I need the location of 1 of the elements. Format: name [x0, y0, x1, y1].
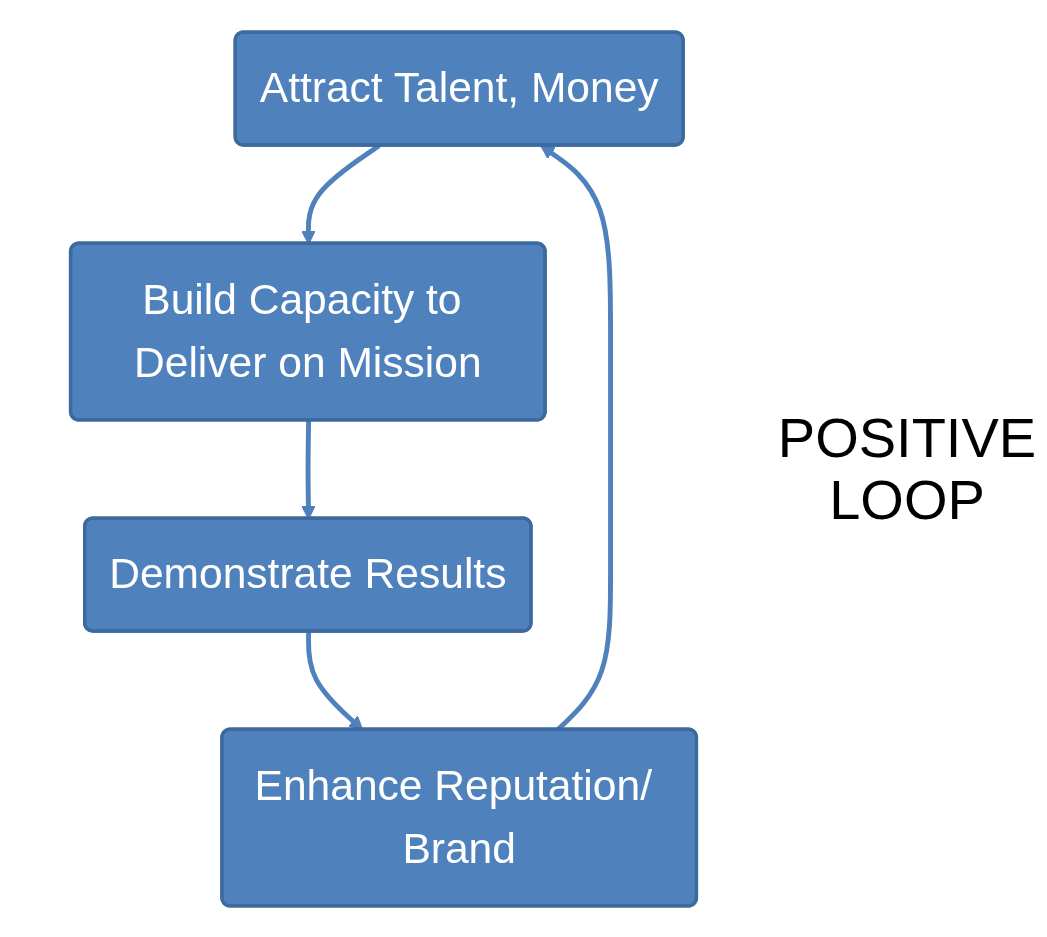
- center-label: POSITIVE LOOP: [776, 406, 1038, 531]
